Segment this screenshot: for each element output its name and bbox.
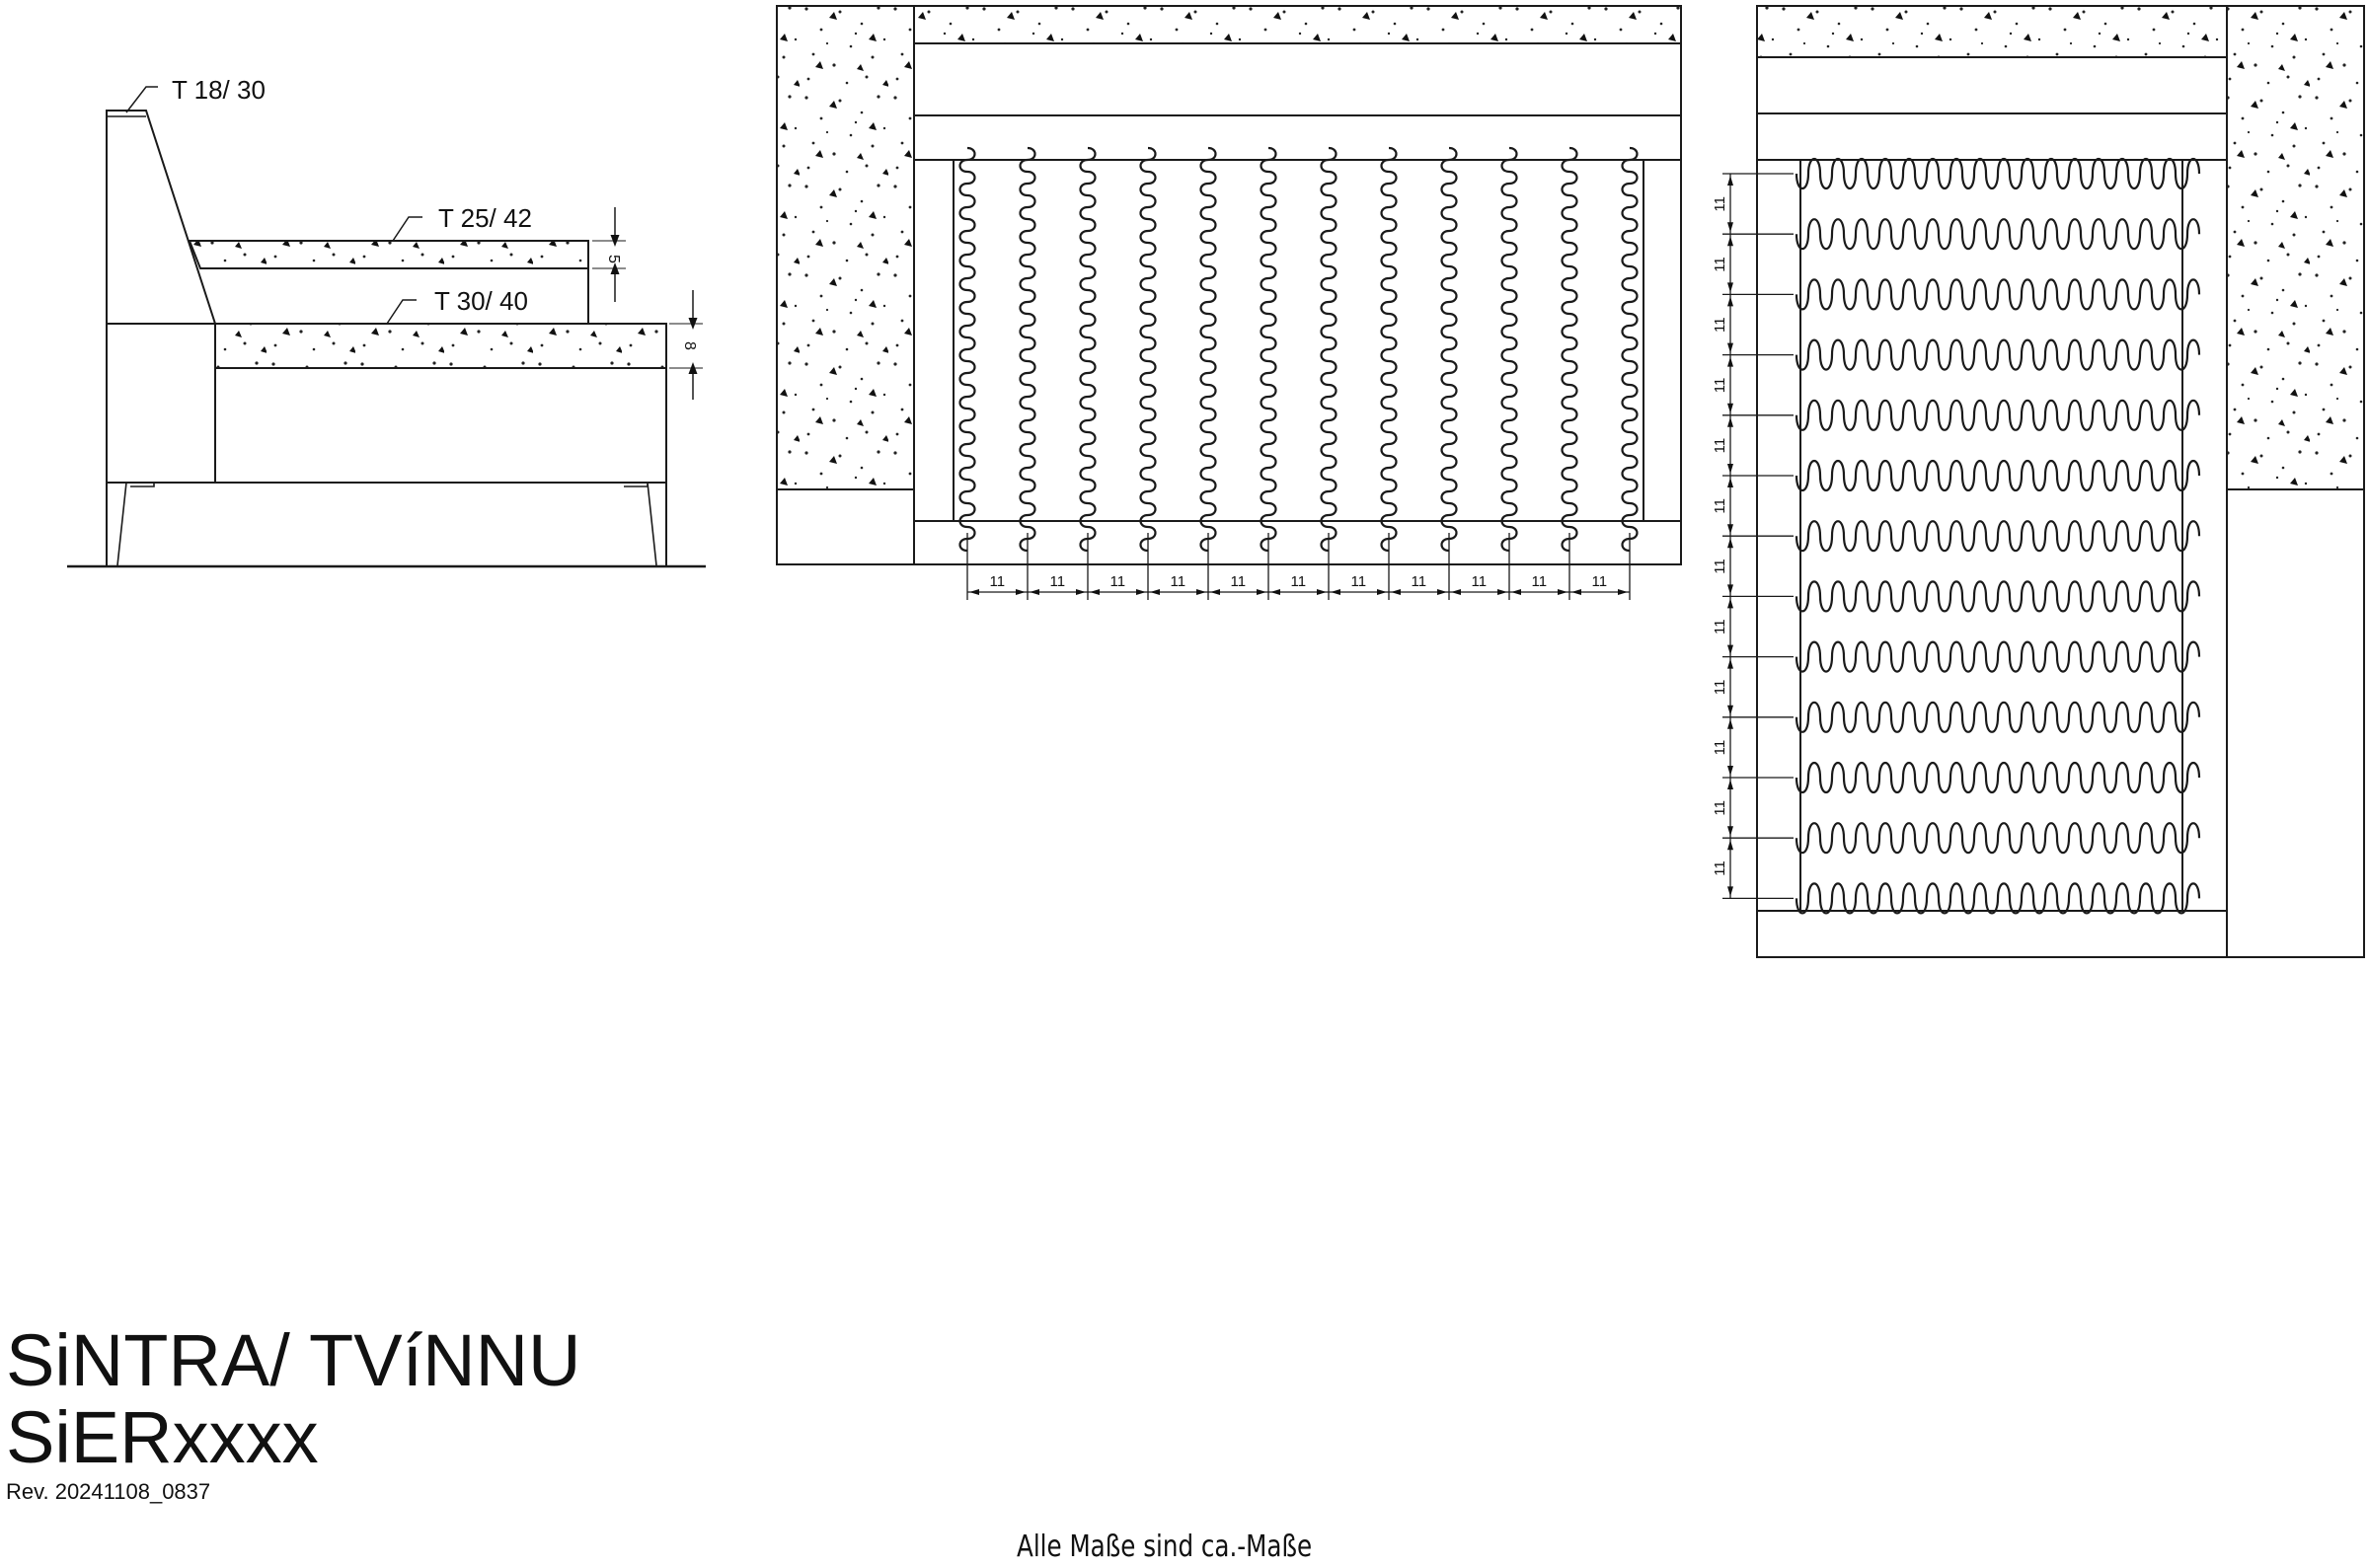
- dimension-chain-horizontal: 11 11 11 11 11 11 11 11 11 11 11: [966, 533, 1631, 600]
- back-foam: [1756, 5, 2228, 58]
- leg-front: [116, 482, 155, 566]
- spring: [1795, 882, 2201, 915]
- spring: [1795, 701, 2201, 733]
- dimension-label: 11: [1412, 573, 1427, 590]
- dimension-label: 11: [1712, 378, 1728, 394]
- spring: [1621, 146, 1639, 553]
- spring-row-vertical: [958, 146, 1639, 553]
- dimension-label: 11: [1712, 498, 1728, 514]
- spring: [1795, 520, 2201, 553]
- spring: [1380, 146, 1398, 553]
- revision-label: Rev. 20241108_0837: [6, 1479, 211, 1504]
- dimension-label: 11: [1532, 573, 1548, 590]
- backrest-frame: [106, 110, 216, 484]
- top-view-vertical-springs: 11 11 11 11 11 11 11 11 11 11 11: [776, 5, 1682, 600]
- spring: [1795, 580, 2201, 613]
- dimension-label: 11: [1171, 573, 1186, 590]
- dimension-label: 11: [1712, 680, 1728, 696]
- seat-base: [214, 367, 667, 484]
- spring: [1795, 338, 2201, 371]
- label-back-top: T 18/ 30: [172, 75, 266, 105]
- article-code: SiERxxxx: [6, 1396, 319, 1478]
- spring: [1795, 822, 2201, 855]
- outer-frame: [1756, 5, 2228, 958]
- label-back-cushion: T 25/ 42: [438, 203, 532, 233]
- dimension-label: 11: [1351, 573, 1367, 590]
- spring: [1019, 146, 1036, 553]
- arm-foam: [2226, 5, 2365, 490]
- label-seat-cushion: T 30/ 40: [434, 286, 528, 316]
- dimension-label: 11: [1712, 257, 1728, 272]
- dimension-chain-vertical: 11 11 11 11 11 11 11 11 11 11 11 11: [1712, 173, 1794, 900]
- dimension-label: 11: [1712, 619, 1728, 635]
- spring: [1320, 146, 1337, 553]
- dim-seat-cushion: 8: [681, 341, 698, 350]
- dimension-label: 11: [1712, 559, 1728, 574]
- side-view: [67, 86, 706, 568]
- dimension-label: 11: [1712, 800, 1728, 816]
- dimension-label: 11: [1712, 438, 1728, 454]
- arm-foam: [776, 5, 915, 490]
- dimension-label: 11: [1712, 196, 1728, 212]
- seat-cushion: [214, 323, 667, 369]
- spring: [1199, 146, 1217, 553]
- spring: [1079, 146, 1097, 553]
- dimension-label: 11: [1050, 573, 1066, 590]
- dimension-label: 11: [1712, 740, 1728, 756]
- spring: [1795, 218, 2201, 251]
- spring: [958, 146, 976, 553]
- leg-back: [624, 482, 657, 566]
- product-name: SiNTRA/ TVíNNU: [6, 1319, 581, 1401]
- dimension-label: 11: [1110, 573, 1126, 590]
- spring: [1795, 157, 2201, 190]
- spring-row-horizontal: [1795, 157, 2201, 915]
- spring: [1795, 640, 2201, 673]
- spring: [1139, 146, 1157, 553]
- dimensions-note: Alle Maße sind ca.-Maße: [1017, 1530, 1313, 1564]
- spring: [1500, 146, 1518, 553]
- spring: [1795, 459, 2201, 492]
- dim-back-cushion: 5: [605, 255, 622, 263]
- dimension-label: 11: [1592, 573, 1608, 590]
- dimension-label: 11: [990, 573, 1006, 590]
- dimension-label: 11: [1712, 860, 1728, 876]
- spring: [1561, 146, 1578, 553]
- spring: [1795, 399, 2201, 431]
- back-foam: [913, 5, 1682, 44]
- dimension-label: 11: [1472, 573, 1488, 590]
- spring: [1440, 146, 1458, 553]
- spring: [1795, 278, 2201, 311]
- dimension-label: 11: [1231, 573, 1247, 590]
- spring: [1260, 146, 1277, 553]
- title-block: SiNTRA/ TVíNNU SiERxxxx Rev. 20241108_08…: [6, 1322, 580, 1506]
- back-cushion: [188, 240, 589, 269]
- dimension-label: 11: [1712, 317, 1728, 333]
- spring: [1795, 761, 2201, 794]
- outer-frame: [776, 5, 1682, 565]
- dimension-label: 11: [1291, 573, 1307, 590]
- top-view-horizontal-springs: 11 11 11 11 11 11 11 11 11 11 11 11: [1712, 5, 2365, 958]
